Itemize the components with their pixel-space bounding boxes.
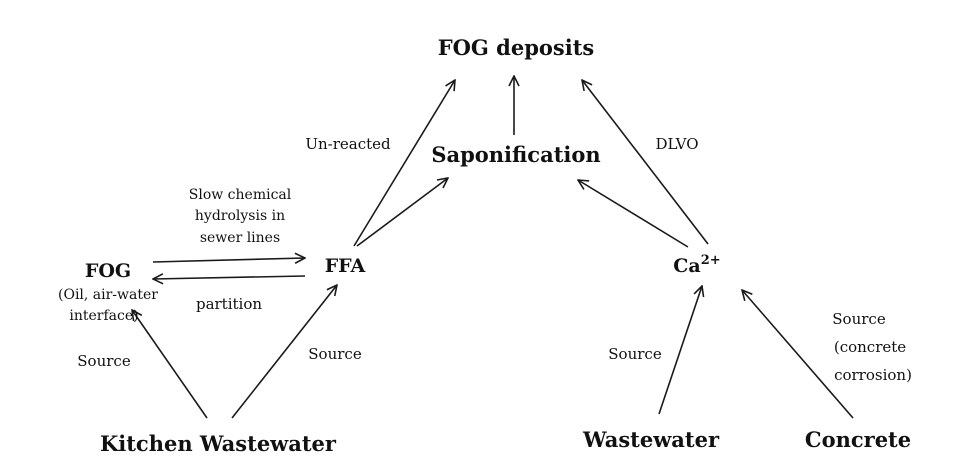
node-ffa: FFA (325, 255, 366, 277)
label-hydrolysis-line2: hydrolysis in (195, 208, 285, 224)
node-kitchen-wastewater: Kitchen Wastewater (100, 431, 337, 456)
label-source-ca: Source (608, 345, 662, 363)
label-dlvo: DLVO (655, 135, 698, 153)
label-hydrolysis-line1: Slow chemical (189, 187, 292, 203)
label-partition: partition (196, 295, 262, 313)
node-fog: FOG (85, 260, 131, 282)
label-source-fog: Source (77, 352, 131, 370)
label-unreacted: Un-reacted (305, 135, 391, 153)
arrow-fog-to-ffa-hydrolysis (152, 258, 305, 262)
arrow-ffa-to-fog-deposits (353, 80, 455, 247)
arrow-ffa-to-fog-partition (153, 276, 306, 279)
node-calcium: Ca2+ (673, 253, 720, 277)
node-saponification: Saponification (431, 142, 600, 167)
arrow-ca-to-fog-deposits (582, 80, 709, 245)
arrow-ffa-to-saponification (356, 178, 448, 247)
arrow-kitchen-wastewater-to-fog (132, 310, 208, 419)
node-wastewater: Wastewater (582, 427, 720, 452)
label-source-concrete-line2: (concrete (834, 338, 906, 356)
arrow-ca-to-saponification (578, 180, 689, 248)
label-source-concrete-line3: corrosion) (834, 366, 912, 384)
node-fog-deposits: FOG deposits (438, 35, 595, 60)
arrow-concrete-to-ca (742, 290, 854, 419)
node-calcium-superscript: 2+ (701, 253, 721, 268)
label-hydrolysis-line3: sewer lines (200, 230, 280, 246)
node-fog-note-line2: interface) (69, 308, 138, 324)
node-fog-note-line1: (Oil, air-water (58, 287, 158, 303)
node-calcium-base: Ca (673, 255, 700, 277)
arrow-wastewater-to-ca (658, 286, 702, 415)
node-concrete: Concrete (805, 427, 911, 452)
arrow-kitchen-wastewater-to-ffa (231, 285, 337, 419)
label-source-concrete-line1: Source (832, 310, 886, 328)
label-source-ffa: Source (308, 345, 362, 363)
